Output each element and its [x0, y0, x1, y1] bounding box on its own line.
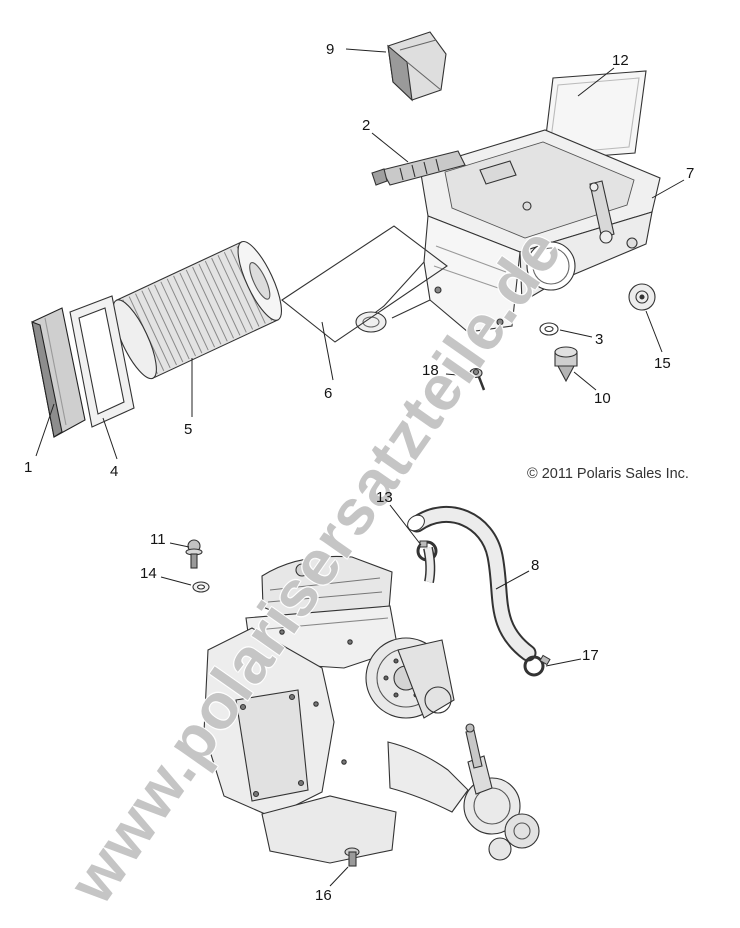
callout-11-label: 11	[150, 531, 166, 548]
callout-7-label: 7	[686, 165, 695, 182]
callout-13-label: 13	[376, 489, 393, 506]
part-grommet-15	[628, 283, 656, 311]
part-breather-hose	[407, 505, 537, 662]
callout-3-label: 3	[595, 331, 604, 348]
callout-14-label: 14	[140, 565, 157, 582]
callout-2-label: 2	[362, 117, 371, 134]
part-air-filter	[112, 240, 282, 380]
part-foam-panel	[542, 70, 647, 161]
callout-18-label: 18	[422, 362, 439, 379]
callout-17-label: 17	[582, 647, 599, 664]
part-engine-assembly	[203, 546, 540, 864]
part-filter-frame	[69, 295, 135, 428]
leader-lines	[35, 48, 685, 887]
part-filter-outline	[281, 225, 448, 343]
part-intake-cover	[387, 31, 447, 102]
part-airbox-assembly	[355, 129, 661, 333]
callout-12-label: 12	[612, 52, 629, 69]
callout-5-label: 5	[184, 421, 193, 438]
part-cover-panel	[31, 307, 86, 438]
callout-4-label: 4	[110, 463, 119, 480]
part-bolt-11	[185, 539, 203, 569]
part-intake-duct	[371, 150, 466, 186]
callout-10-label: 10	[594, 390, 611, 407]
callout-15-label: 15	[654, 355, 671, 372]
part-bolt-16	[344, 847, 360, 867]
callout-1-label: 1	[24, 459, 33, 476]
callout-9-label: 9	[326, 41, 335, 58]
callout-6-label: 6	[324, 385, 333, 402]
callout-16-label: 16	[315, 887, 332, 904]
callout-8-label: 8	[531, 557, 540, 574]
part-washer-14	[192, 581, 210, 593]
part-screw-18	[469, 367, 486, 391]
copyright-text: © 2011 Polaris Sales Inc.	[527, 466, 689, 482]
part-drain-valve	[554, 346, 578, 383]
part-clamp-17	[523, 654, 551, 677]
part-washer-3	[539, 322, 559, 336]
